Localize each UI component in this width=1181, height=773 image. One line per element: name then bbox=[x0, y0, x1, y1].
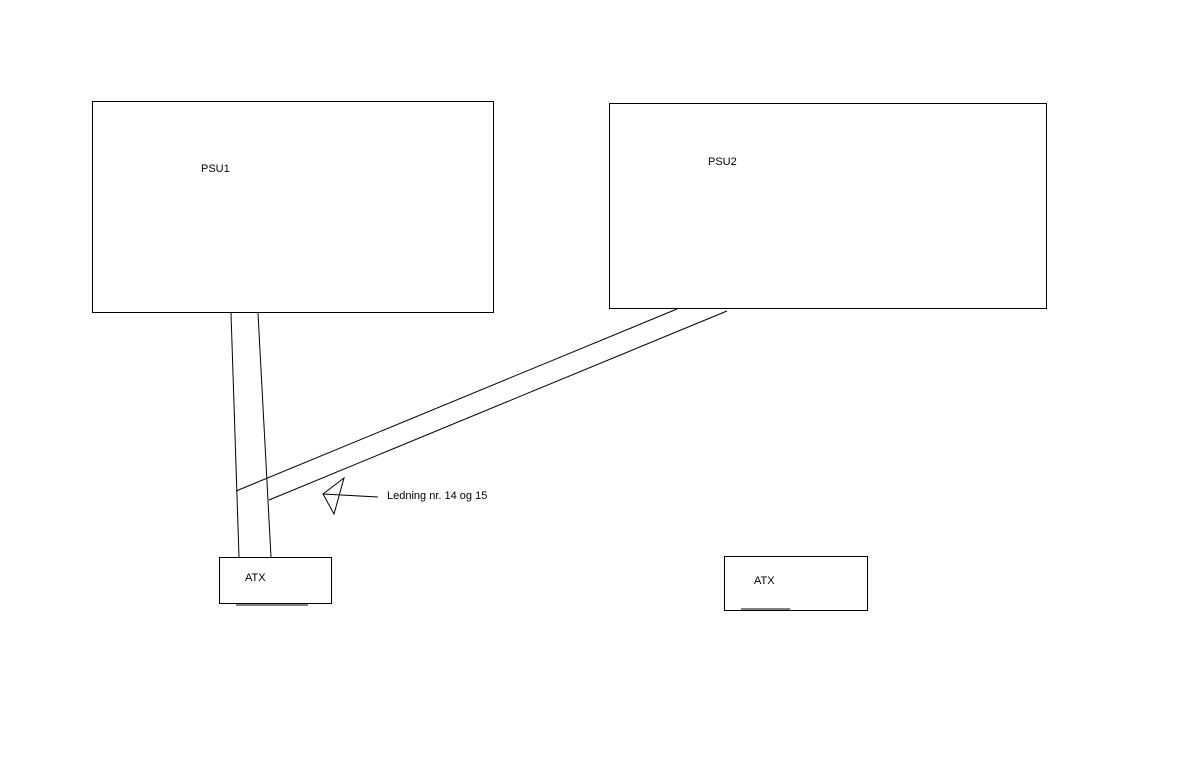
psu1-cable bbox=[230, 312, 272, 558]
psu2-cable bbox=[235, 308, 728, 501]
psu2-label: PSU2 bbox=[708, 156, 737, 168]
atx-right-outline bbox=[724, 556, 868, 611]
psu2-cable-lower-edge bbox=[268, 310, 728, 501]
psu1-cable-left-edge bbox=[230, 312, 240, 558]
psu2-box: PSU2 bbox=[609, 103, 1047, 309]
atx-right-label: ATX bbox=[754, 575, 775, 587]
arrow-head-icon bbox=[322, 476, 345, 516]
atx-right-box: ATX bbox=[724, 556, 868, 611]
atx-left-box: ATX bbox=[219, 557, 332, 606]
psu2-outline bbox=[609, 103, 1047, 309]
psu2-cable-upper-edge bbox=[235, 308, 678, 492]
psu1-cable-right-edge bbox=[257, 312, 272, 558]
atx-left-label: ATX bbox=[245, 572, 266, 584]
psu1-box: PSU1 bbox=[92, 101, 494, 313]
arrow-shaft bbox=[322, 493, 379, 498]
annotation-text: Ledning nr. 14 og 15 bbox=[387, 490, 487, 502]
atx-left-outline bbox=[219, 557, 332, 604]
psu1-label: PSU1 bbox=[201, 163, 230, 175]
annotation-arrow bbox=[322, 476, 379, 516]
psu1-outline bbox=[92, 101, 494, 313]
